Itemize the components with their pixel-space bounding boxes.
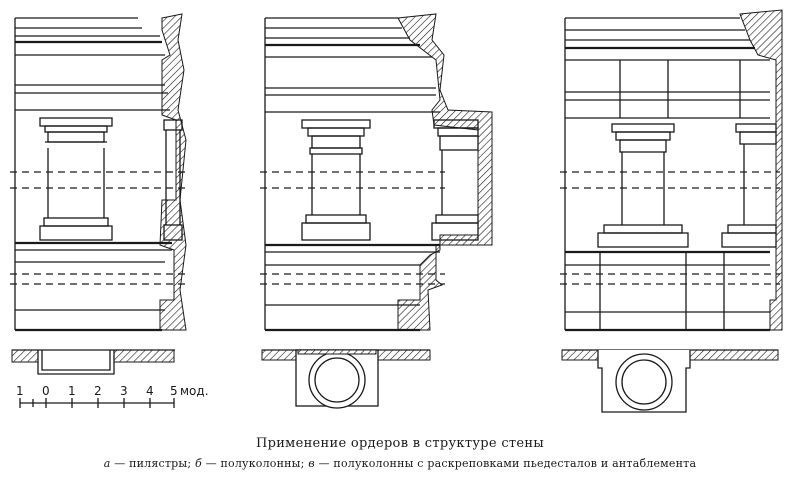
label-b: б bbox=[194, 457, 202, 470]
scale-tick-neg1: 1 bbox=[16, 384, 24, 398]
scale-tick-3: 3 bbox=[120, 384, 128, 398]
text-a: — пилястры; bbox=[110, 457, 195, 470]
text-c: — полуколонны с раскреповками пьедестало… bbox=[314, 457, 697, 470]
scale-bar: 1 0 1 2 3 4 5 мод. bbox=[16, 384, 209, 408]
scale-tick-0: 0 bbox=[42, 384, 50, 398]
panel-b-half-columns bbox=[261, 13, 493, 409]
figure-title: Применение ордеров в структуре стены bbox=[255, 436, 545, 451]
scale-unit: мод. bbox=[180, 384, 209, 398]
scale-tick-1: 1 bbox=[68, 384, 76, 398]
label-c: в bbox=[308, 457, 315, 470]
panel-a-pilasters bbox=[11, 13, 187, 375]
orders-drawing: 1 0 1 2 3 4 5 мод. bbox=[10, 9, 783, 413]
label-a: а bbox=[103, 457, 111, 470]
scale-tick-2: 2 bbox=[94, 384, 102, 398]
panel-c-ressauts bbox=[561, 9, 783, 413]
break-lines bbox=[10, 171, 780, 285]
scale-tick-4: 4 bbox=[146, 384, 154, 398]
scale-tick-5: 5 bbox=[170, 384, 178, 398]
figure-subtitle: а — пилястры; б — полуколонны; в — полук… bbox=[0, 457, 800, 470]
text-b: — полуколонны; bbox=[201, 457, 309, 470]
